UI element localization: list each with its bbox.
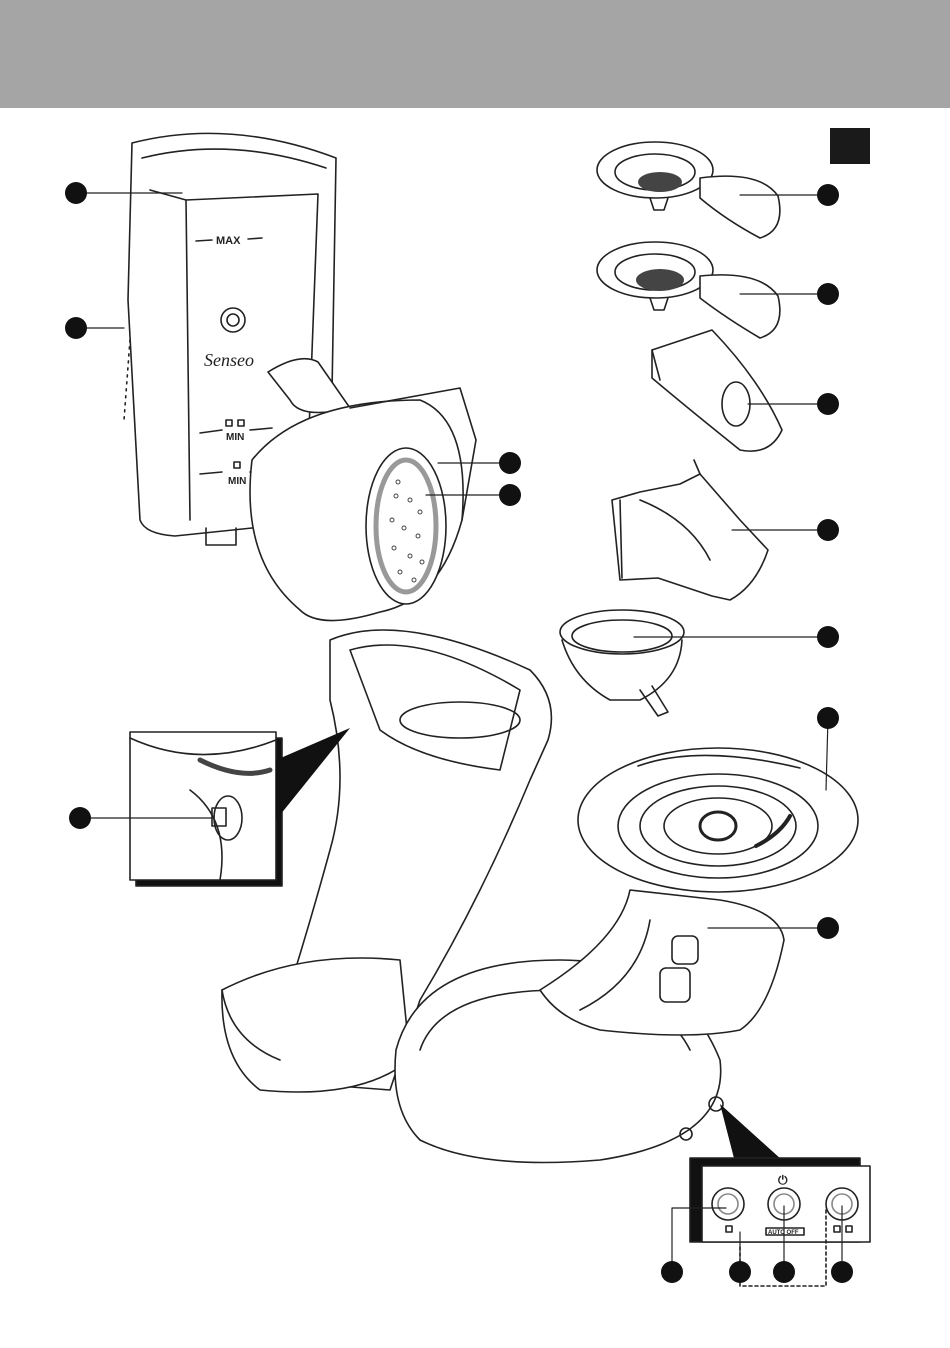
- callout-marker: [661, 1261, 683, 1283]
- callout-marker: [65, 317, 87, 339]
- callout-marker: [817, 283, 839, 305]
- callout-marker: [817, 707, 839, 729]
- callout-marker: [817, 519, 839, 541]
- switch-detail-inset: [130, 728, 350, 886]
- min-double-label: MIN: [226, 432, 244, 443]
- coffee-collector-funnel: [560, 610, 684, 716]
- two-cup-pod-holder: [597, 242, 780, 338]
- max-level-label: MAX: [216, 235, 241, 247]
- callout-marker: [817, 393, 839, 415]
- brand-logo-text: Senseo: [204, 350, 254, 370]
- callout-marker: [817, 184, 839, 206]
- callout-marker: [773, 1261, 795, 1283]
- control-panel-inset: [690, 1104, 870, 1286]
- power-symbol: ⏻: [778, 1173, 788, 1187]
- callout-marker: [69, 807, 91, 829]
- callout-marker: [817, 626, 839, 648]
- one-cup-pod-holder: [597, 142, 780, 238]
- cup-tray: [578, 748, 858, 892]
- callout-marker: [499, 452, 521, 474]
- callout-marker: [65, 182, 87, 204]
- callout-marker: [499, 484, 521, 506]
- callout-marker: [817, 917, 839, 939]
- callout-marker: [729, 1261, 751, 1283]
- min-single-label: MIN: [228, 476, 246, 487]
- pod-holder-handle: [652, 330, 782, 451]
- callout-marker: [831, 1261, 853, 1283]
